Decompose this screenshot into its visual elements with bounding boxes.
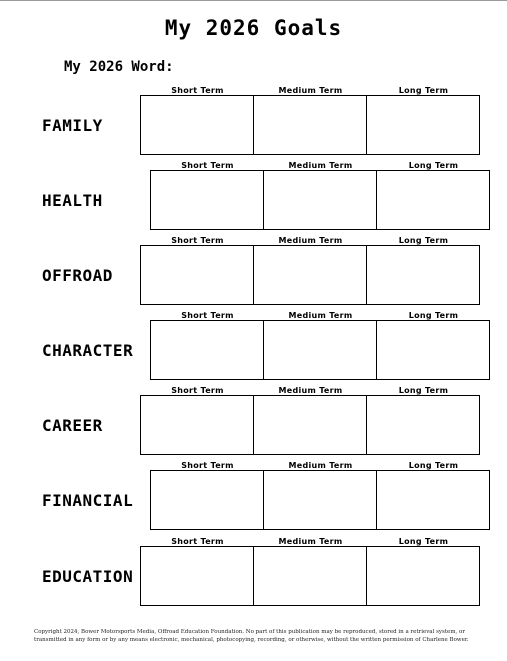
long-term-box[interactable]: [367, 396, 479, 454]
header-medium-term: Medium Term: [288, 161, 353, 170]
short-term-box[interactable]: [151, 471, 264, 529]
goal-row-career: CAREER Short Term Medium Term Long Term: [0, 386, 507, 456]
goal-boxes: [140, 546, 480, 606]
medium-term-box[interactable]: [264, 321, 377, 379]
long-term-box[interactable]: [377, 471, 489, 529]
goal-boxes: [150, 320, 490, 380]
header-long-term: Long Term: [398, 386, 449, 395]
goal-row-family: FAMILY Short Term Medium Term Long Term: [0, 86, 507, 156]
header-medium-term: Medium Term: [288, 311, 353, 320]
top-border: [0, 0, 507, 1]
header-short-term: Short Term: [181, 311, 234, 320]
short-term-box[interactable]: [141, 547, 254, 605]
goal-row-education: EDUCATION Short Term Medium Term Long Te…: [0, 537, 507, 607]
goal-row-character: CHARACTER Short Term Medium Term Long Te…: [0, 311, 507, 381]
header-medium-term: Medium Term: [278, 236, 343, 245]
category-label: CAREER: [42, 416, 103, 435]
header-long-term: Long Term: [408, 311, 459, 320]
long-term-box[interactable]: [367, 96, 479, 154]
goal-boxes: [150, 170, 490, 230]
goal-boxes: [140, 395, 480, 455]
header-medium-term: Medium Term: [278, 537, 343, 546]
short-term-box[interactable]: [151, 321, 264, 379]
category-label: CHARACTER: [42, 341, 134, 360]
header-short-term: Short Term: [171, 86, 224, 95]
medium-term-box[interactable]: [254, 96, 367, 154]
category-label: HEALTH: [42, 191, 103, 210]
goal-boxes: [140, 95, 480, 155]
header-long-term: Long Term: [408, 461, 459, 470]
medium-term-box[interactable]: [254, 246, 367, 304]
goal-row-health: HEALTH Short Term Medium Term Long Term: [0, 161, 507, 231]
medium-term-box[interactable]: [254, 547, 367, 605]
goal-boxes: [140, 245, 480, 305]
short-term-box[interactable]: [141, 396, 254, 454]
header-long-term: Long Term: [408, 161, 459, 170]
copyright-notice: Copyright 2024, Bower Motorsports Media,…: [34, 629, 469, 643]
goal-row-financial: FINANCIAL Short Term Medium Term Long Te…: [0, 461, 507, 531]
header-long-term: Long Term: [398, 236, 449, 245]
medium-term-box[interactable]: [264, 471, 377, 529]
category-label: FAMILY: [42, 116, 103, 135]
medium-term-box[interactable]: [264, 171, 377, 229]
long-term-box[interactable]: [367, 547, 479, 605]
page-title: My 2026 Goals: [164, 16, 343, 40]
goal-row-offroad: OFFROAD Short Term Medium Term Long Term: [0, 236, 507, 306]
header-short-term: Short Term: [181, 161, 234, 170]
header-medium-term: Medium Term: [278, 386, 343, 395]
long-term-box[interactable]: [377, 171, 489, 229]
header-short-term: Short Term: [171, 236, 224, 245]
category-label: EDUCATION: [42, 567, 134, 586]
header-long-term: Long Term: [398, 537, 449, 546]
goal-boxes: [150, 470, 490, 530]
category-label: OFFROAD: [42, 266, 113, 285]
header-short-term: Short Term: [171, 537, 224, 546]
long-term-box[interactable]: [377, 321, 489, 379]
short-term-box[interactable]: [141, 246, 254, 304]
header-short-term: Short Term: [181, 461, 234, 470]
header-medium-term: Medium Term: [278, 86, 343, 95]
short-term-box[interactable]: [151, 171, 264, 229]
header-long-term: Long Term: [398, 86, 449, 95]
long-term-box[interactable]: [367, 246, 479, 304]
medium-term-box[interactable]: [254, 396, 367, 454]
header-medium-term: Medium Term: [288, 461, 353, 470]
header-short-term: Short Term: [171, 386, 224, 395]
category-label: FINANCIAL: [42, 491, 134, 510]
short-term-box[interactable]: [141, 96, 254, 154]
word-label: My 2026 Word:: [64, 59, 174, 75]
